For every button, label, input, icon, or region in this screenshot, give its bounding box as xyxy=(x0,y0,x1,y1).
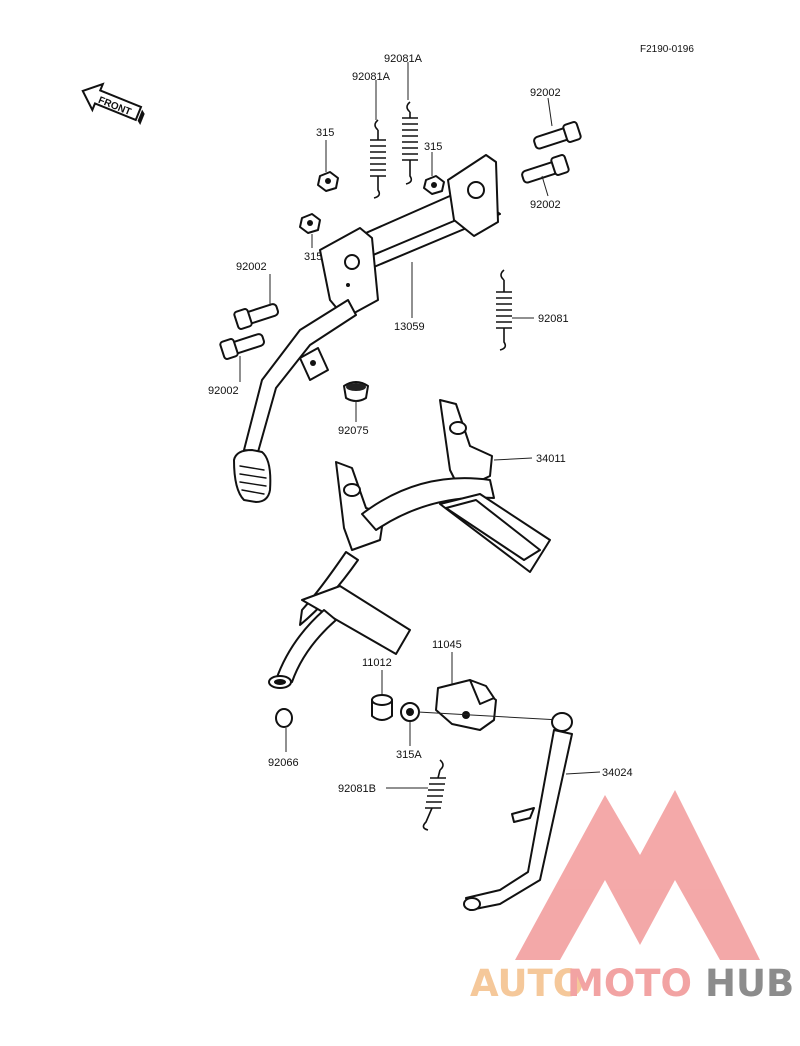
nut-315a xyxy=(400,702,420,722)
bolt-92002-top-right-2 xyxy=(521,154,570,184)
nut-315-c xyxy=(299,213,321,234)
bolt-92002-left-1 xyxy=(233,303,279,330)
label-11012: 11012 xyxy=(362,657,392,669)
front-arrow-icon: FRONT xyxy=(81,82,145,125)
brake-pedal-arm xyxy=(233,299,357,503)
grommet-92075 xyxy=(343,381,369,402)
bracket-11045 xyxy=(435,679,497,731)
nut-315-b xyxy=(423,175,445,195)
label-13059: 13059 xyxy=(394,321,425,333)
label-315-b: 315 xyxy=(424,141,442,153)
spring-92081a-left xyxy=(370,119,386,199)
label-92075: 92075 xyxy=(338,425,369,437)
label-92002-top-right-2: 92002 xyxy=(530,199,561,211)
spring-92081b xyxy=(422,759,446,831)
label-315-c: 315 xyxy=(304,251,322,263)
spring-92081 xyxy=(496,269,512,351)
nut-315-a xyxy=(317,171,339,192)
label-315-a: 315 xyxy=(316,127,334,139)
label-34011: 34011 xyxy=(536,453,566,465)
label-92081a-top: 92081A xyxy=(384,53,423,65)
side-stand-34024 xyxy=(463,712,573,911)
label-92002-left-2: 92002 xyxy=(208,385,239,397)
watermark-auto: AUTO xyxy=(470,962,584,1005)
label-92081: 92081 xyxy=(538,313,569,325)
label-92002-top-right-1: 92002 xyxy=(530,87,561,99)
bolt-92002-top-right-1 xyxy=(533,121,582,150)
watermark-hub: HUB xyxy=(705,962,794,1005)
figure-code: F2190-0196 xyxy=(640,44,694,55)
label-92081b: 92081B xyxy=(338,783,376,795)
label-92081a-left: 92081A xyxy=(352,71,391,83)
collar-11012 xyxy=(371,694,393,721)
automotohub-logo xyxy=(515,790,760,960)
cap-92066 xyxy=(275,708,293,728)
label-34024: 34024 xyxy=(602,767,633,779)
pivot-shaft-13059 xyxy=(319,154,501,319)
label-11045: 11045 xyxy=(432,639,462,651)
watermark-moto: MOTO xyxy=(567,962,692,1005)
label-92002-left-1: 92002 xyxy=(236,261,267,273)
automotohub-wordmark: AUTO MOTO HUB xyxy=(470,962,794,1005)
label-315a: 315A xyxy=(396,749,422,761)
leader-lines xyxy=(239,62,601,789)
spring-92081a-top xyxy=(402,101,418,185)
bolt-92002-left-2 xyxy=(219,333,265,360)
label-92066: 92066 xyxy=(268,757,299,769)
main-stand-34011 xyxy=(268,399,551,689)
